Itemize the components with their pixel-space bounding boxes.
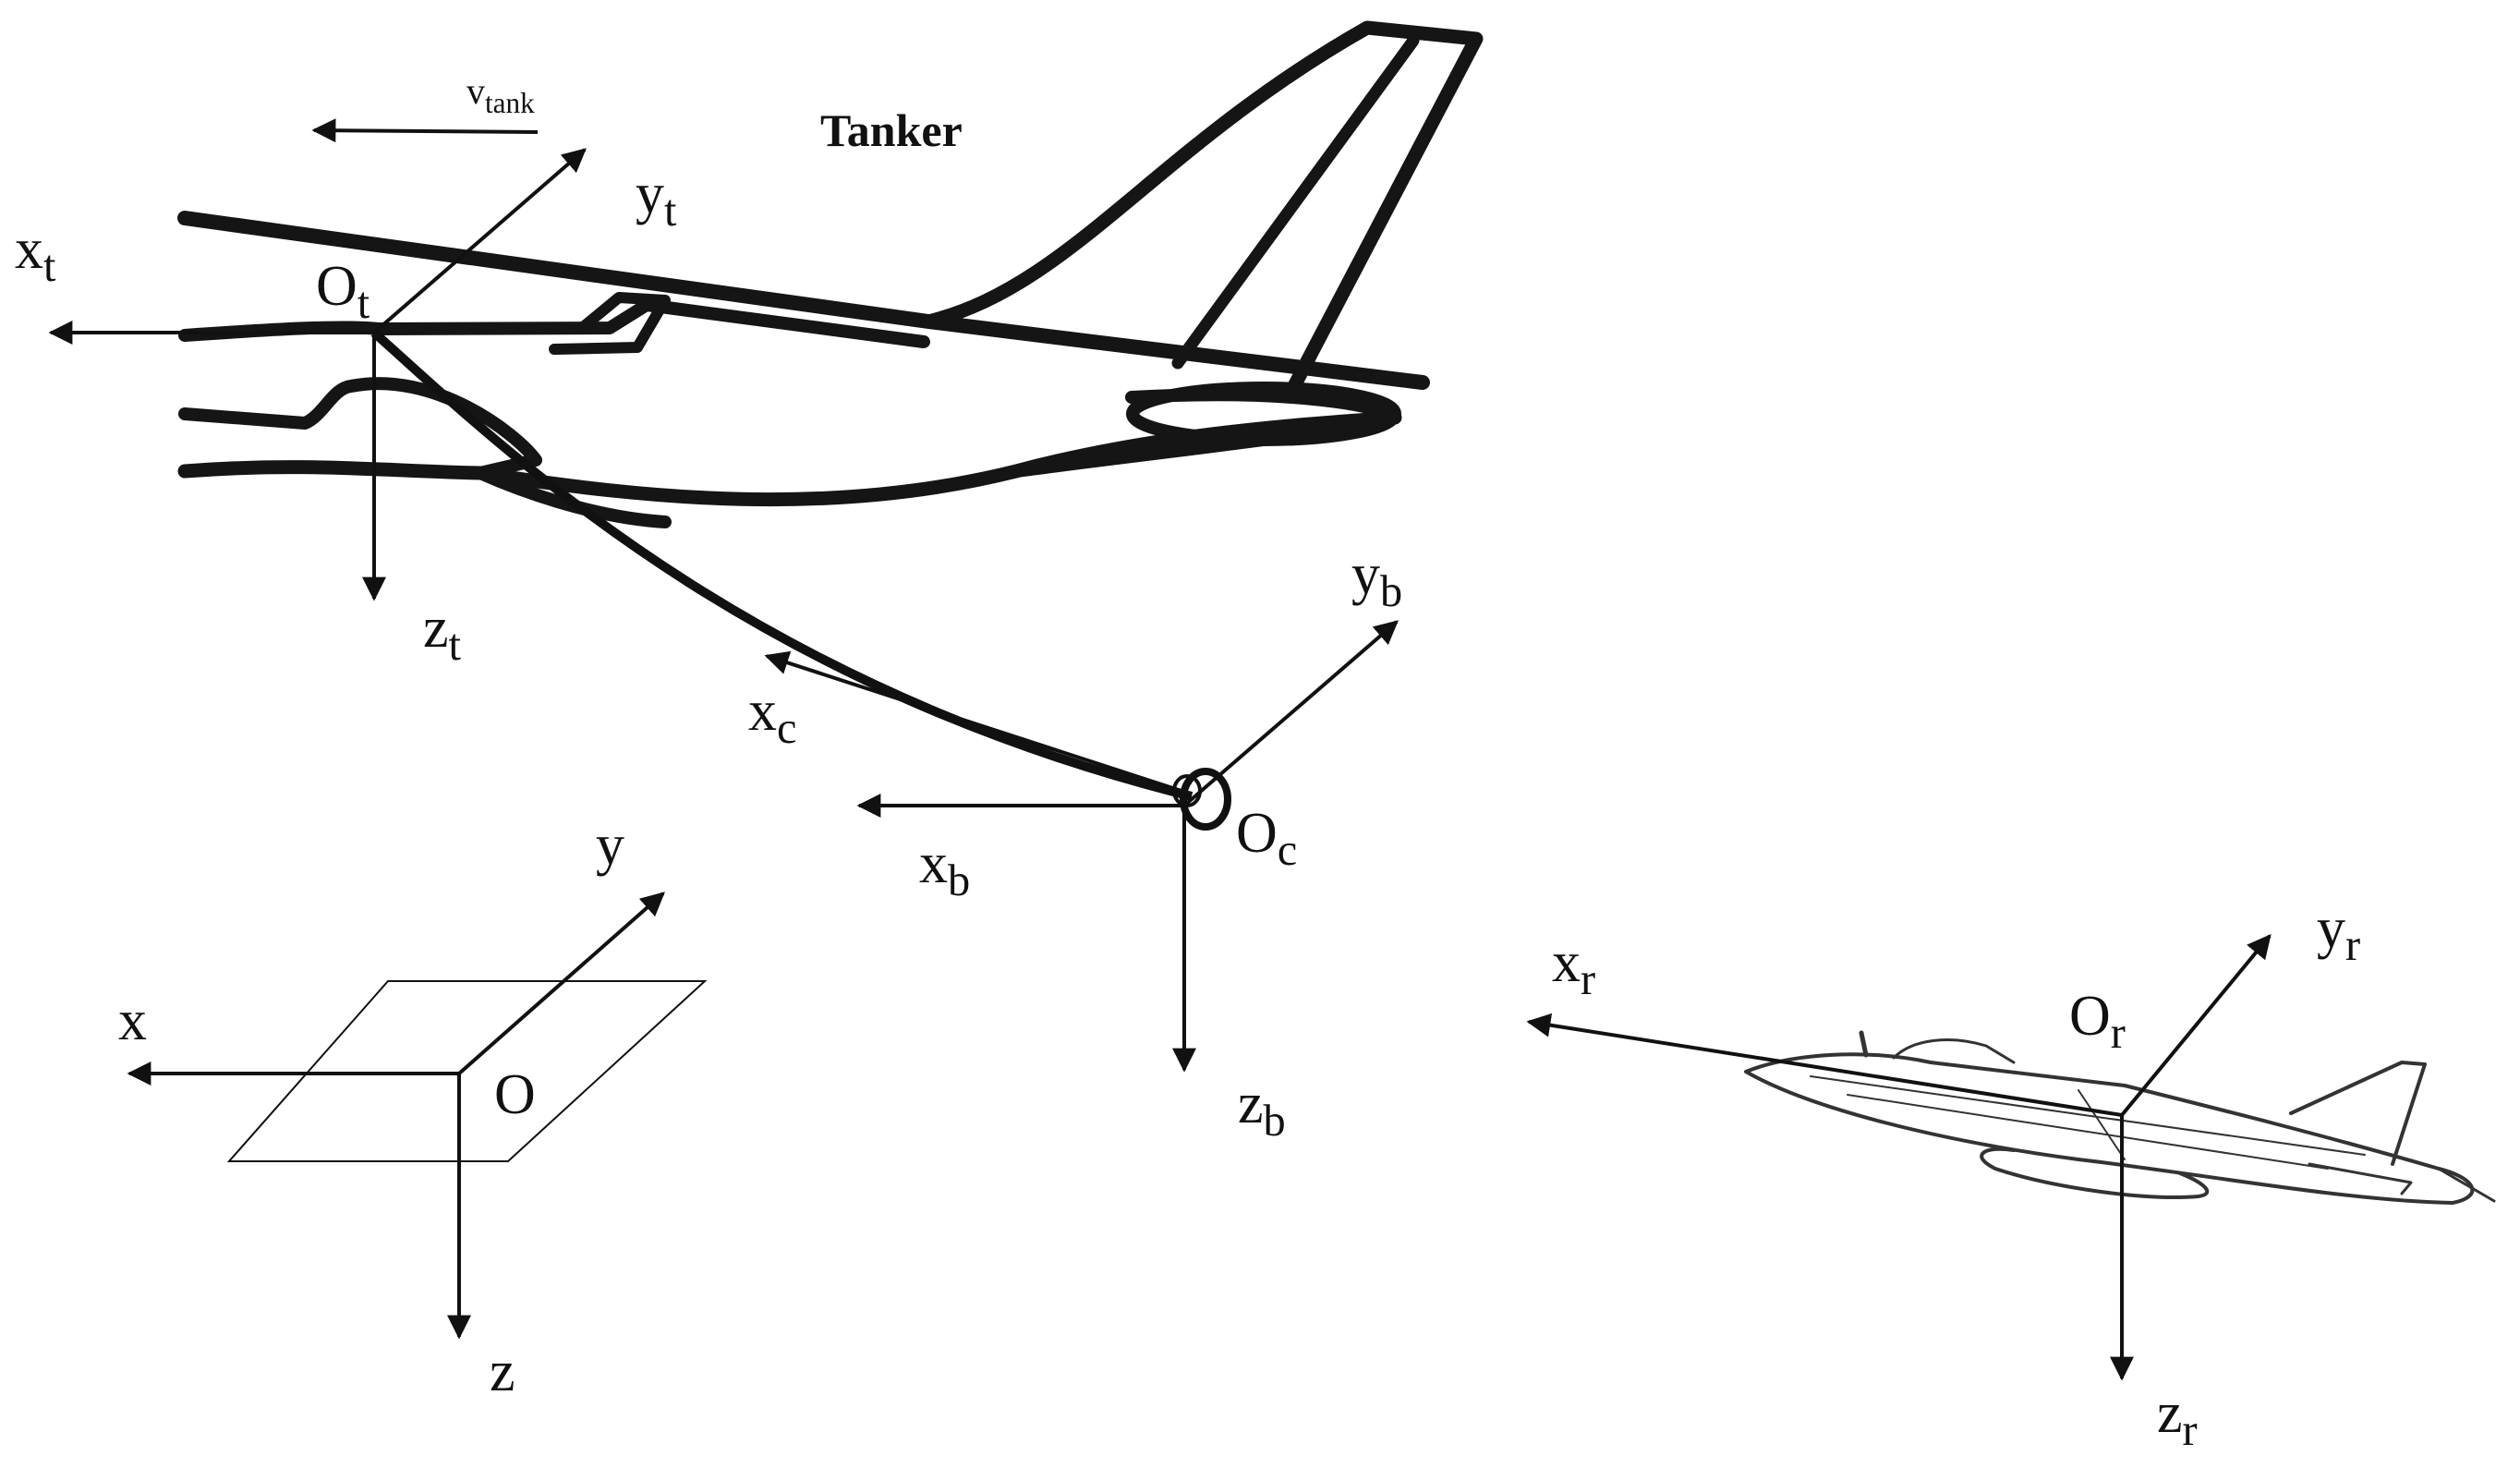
inertial-frame bbox=[127, 892, 708, 1340]
drogue-origin-label: Oc bbox=[1236, 802, 1297, 875]
tanker-y-label: yt bbox=[636, 163, 677, 236]
drogue bbox=[1172, 768, 1231, 831]
tanker-pod-upper bbox=[178, 377, 542, 479]
receiver-x-label: xr bbox=[1552, 931, 1595, 1004]
tanker-x-label: xt bbox=[15, 218, 56, 291]
inertial-z-label: z bbox=[490, 1341, 515, 1403]
drogue-basket bbox=[1180, 768, 1231, 831]
receiver-wing bbox=[1980, 1146, 2210, 1199]
drogue-zb-label: zb bbox=[1238, 1073, 1286, 1146]
tanker-belly bbox=[177, 410, 1402, 507]
receiver-stabilizer bbox=[2308, 1162, 2413, 1195]
receiver-nozzle bbox=[2437, 1167, 2496, 1203]
receiver-z-label: zr bbox=[2157, 1382, 2198, 1455]
receiver-fuselage bbox=[1744, 1052, 2475, 1205]
receiver-x-axis bbox=[1526, 1013, 2123, 1117]
tanker-tail-leading-edge bbox=[921, 20, 1484, 392]
receiver-detail-line-1 bbox=[1810, 1075, 2366, 1156]
inertial-origin-label: O bbox=[494, 1063, 536, 1126]
tanker-wing-strut bbox=[549, 292, 671, 355]
drogue-frame bbox=[764, 620, 1399, 1073]
velocity-label: vtank bbox=[466, 70, 535, 119]
tanker-title: Tanker bbox=[820, 104, 963, 156]
drogue-basket-inner bbox=[1172, 774, 1202, 807]
inertial-x-label: x bbox=[118, 989, 147, 1052]
drogue-yb-label: yb bbox=[1351, 543, 1402, 616]
receiver-frame bbox=[1526, 933, 2272, 1381]
tanker-z-label: zt bbox=[423, 597, 462, 670]
receiver-fin bbox=[2289, 1061, 2427, 1166]
tanker-frame bbox=[48, 148, 587, 601]
receiver-probe bbox=[1859, 1030, 1869, 1058]
tanker-pod-lower bbox=[474, 467, 672, 528]
drogue-xc-axis bbox=[764, 650, 1185, 794]
ground-plane bbox=[226, 980, 708, 1162]
tanker-origin-label: Ot bbox=[316, 255, 370, 328]
receiver-canopy bbox=[1892, 1038, 2016, 1064]
tanker-fuselage-top bbox=[177, 211, 1430, 390]
velocity-arrow bbox=[311, 118, 539, 143]
refueling-hose bbox=[370, 329, 1193, 801]
receiver-detail-line-2 bbox=[1847, 1094, 2329, 1170]
drogue-xc-label: xc bbox=[748, 680, 796, 753]
receiver-origin-label: Or bbox=[2069, 985, 2126, 1058]
tanker-y-axis bbox=[372, 148, 587, 334]
tanker-aircraft bbox=[177, 20, 1484, 528]
inertial-y-label: y bbox=[596, 814, 624, 877]
receiver-aircraft bbox=[1744, 1030, 2496, 1205]
tanker-tail-spar-1 bbox=[1171, 34, 1420, 370]
drogue-xb-label: xb bbox=[919, 832, 970, 905]
receiver-detail-line-3 bbox=[2078, 1089, 2126, 1160]
hose-line-thin bbox=[372, 331, 1165, 789]
receiver-y-label: yr bbox=[2317, 897, 2360, 970]
inertial-y-axis bbox=[457, 892, 665, 1075]
receiver-y-axis bbox=[2120, 933, 2272, 1117]
